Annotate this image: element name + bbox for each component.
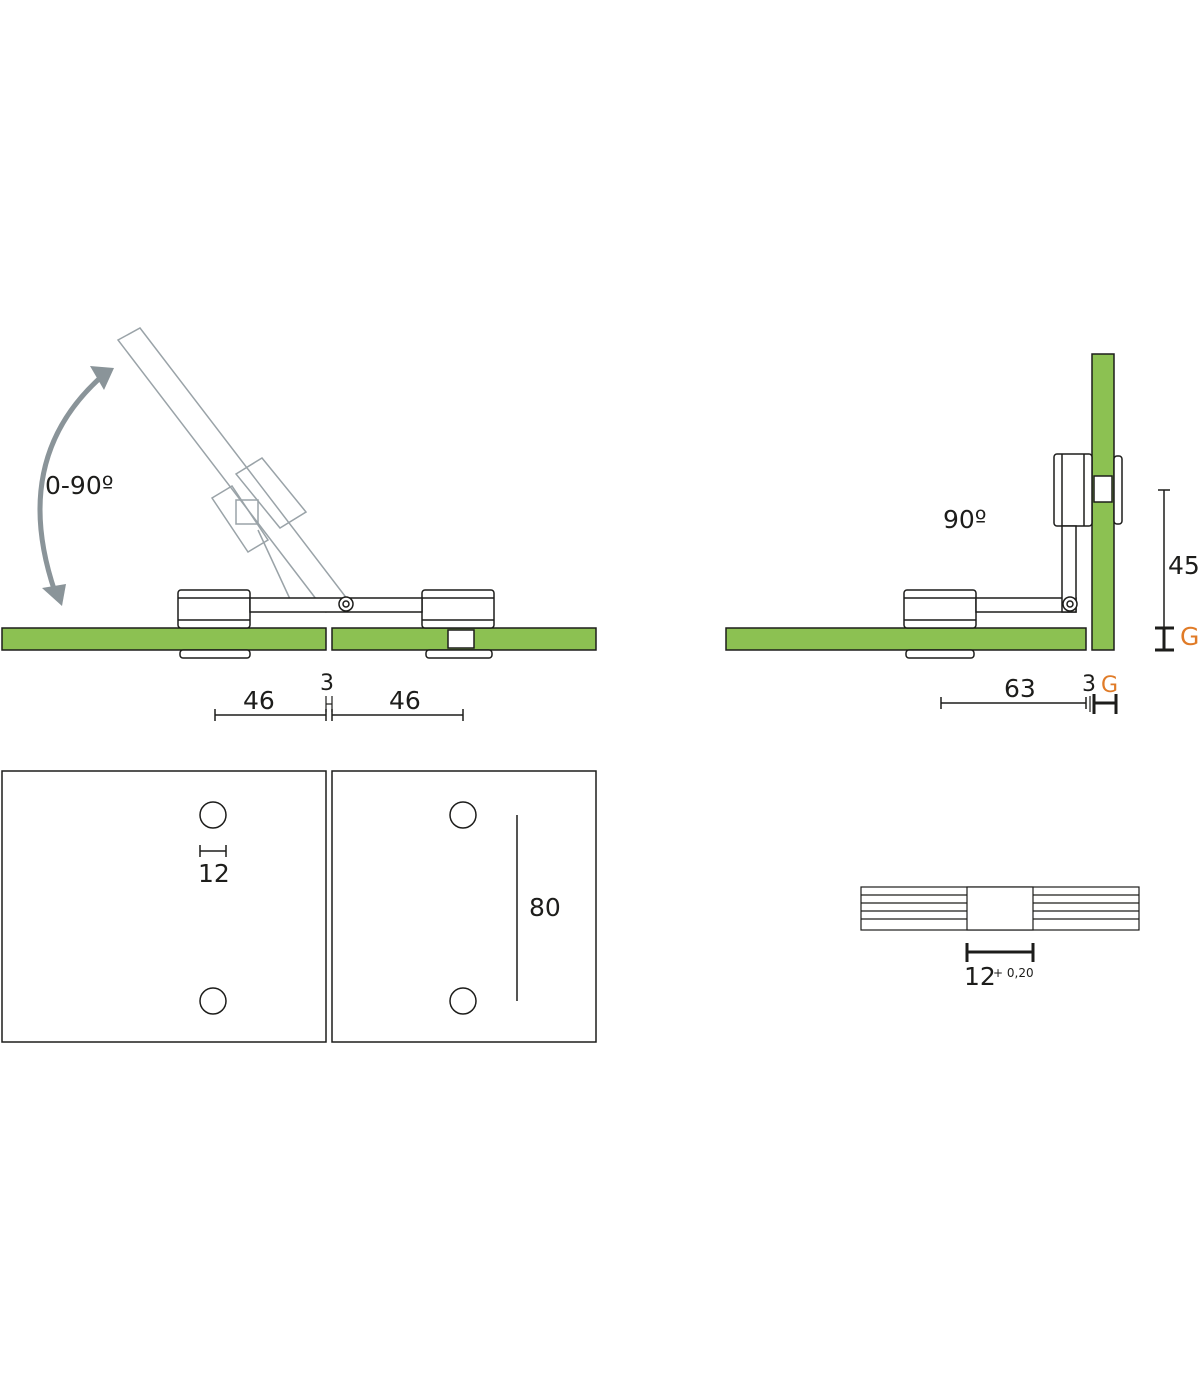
drilling-plan-view: 12 80 [1,770,597,1043]
hinge-leaf-vertical [1053,453,1123,527]
dimension-3-gap [325,696,333,712]
glass-panel-horizontal [725,627,1087,651]
dim-46-left: 46 [243,686,275,715]
arrow-head-top [90,366,114,390]
hole-right-top [449,801,477,829]
hinge-leaf-horizontal [903,589,977,659]
ghost-rotated-panel [116,327,350,613]
arrow-head-bottom [42,584,66,606]
angle-90-label: 90º [943,505,987,534]
ghost-panel [116,327,350,613]
rotation-arrow [37,366,114,606]
dim-g-horizontal: G [1101,673,1118,698]
hinge-leaf-left [177,589,251,659]
plate-left [1,770,327,1043]
left-elevation-view: 0-90º [1,327,597,721]
ghost-hinge-body [234,457,308,529]
dim-g-vertical: G [1180,622,1199,651]
dimension-g-vertical [1155,626,1174,652]
dimension-46-right [331,709,464,721]
dim-63: 63 [1004,674,1036,703]
dim-80: 80 [529,893,561,922]
ghost-hinge-cap [210,484,270,554]
gasket-slot [966,886,1034,931]
rotation-arc [37,376,102,593]
dimension-12-slot [965,943,1035,962]
dimension-12-hole [199,845,227,857]
hole-right-bottom [449,987,477,1015]
tolerance-label: + 0,20 [993,966,1034,980]
hole-left-bottom [199,987,227,1015]
dimension-45 [1158,489,1170,628]
gasket-section-view [860,886,1140,931]
dim-12-slot: 12 [964,962,996,991]
dim-12-hole: 12 [198,859,230,888]
dim-45: 45 [1168,551,1200,580]
right-elevation-view: 90º 45 G 63 3 G [725,353,1200,714]
dim-3-gap: 3 [320,671,334,696]
hinge-leaf-right [421,589,495,659]
hinge-arm [249,596,423,613]
ghost-hinge-block [235,499,259,525]
rotation-range-label: 0-90º [45,471,114,500]
dim-3-right: 3 [1082,672,1096,697]
hole-left-top [199,801,227,829]
dimension-63 [940,697,1087,709]
glass-panel-left [1,627,327,651]
dimension-g-horizontal [1092,694,1118,714]
hinge-arm-l [975,525,1078,613]
dim-46-right: 46 [389,686,421,715]
